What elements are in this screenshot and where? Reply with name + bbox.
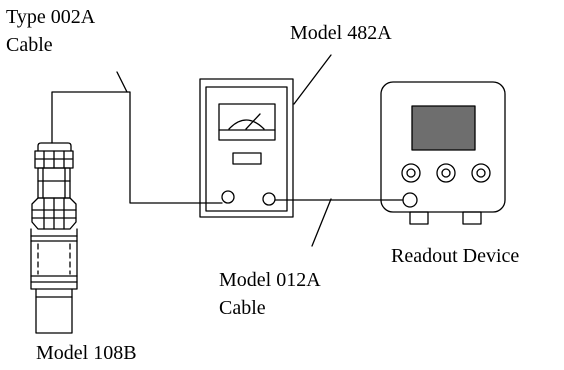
model-108b-sensor: [30, 142, 78, 334]
display-window: [232, 152, 262, 165]
model-012a-cable-leader: [311, 198, 332, 247]
readout-foot-right: [462, 211, 482, 225]
readout-input-connector: [402, 192, 418, 208]
analog-meter: [218, 103, 276, 141]
input-connector: [221, 190, 235, 204]
output-connector: [262, 192, 276, 206]
type-002a-label-line1: Type 002A: [6, 6, 96, 28]
readout-knob-2: [436, 163, 456, 183]
type-002a-cable-leader: [116, 71, 128, 93]
readout-screen: [411, 105, 476, 151]
readout-device-label: Readout Device: [391, 245, 520, 267]
model-482a-label: Model 482A: [290, 22, 392, 44]
sensor-tip: [35, 288, 73, 334]
readout-housing: [380, 81, 506, 213]
model-482a-housing: [199, 78, 294, 218]
readout-device: [380, 81, 506, 225]
model-482a-front-panel: [205, 86, 288, 212]
model-012a-label-line2: Cable: [219, 297, 266, 319]
readout-knob-1: [401, 163, 421, 183]
meter-needle: [245, 113, 261, 130]
model-012a-label-line1: Model 012A: [219, 269, 321, 291]
model-482a-leader: [293, 54, 332, 105]
readout-foot-left: [409, 211, 429, 225]
sensor-body: [30, 228, 78, 290]
model-482a-unit: [199, 54, 332, 218]
model-108b-label: Model 108B: [36, 342, 137, 364]
type-002a-label-line2: Cable: [6, 34, 53, 56]
sensor-cap: [37, 142, 72, 152]
type-002a-cable: [51, 91, 223, 204]
readout-knob-3: [471, 163, 491, 183]
meter-scale: [228, 119, 265, 130]
